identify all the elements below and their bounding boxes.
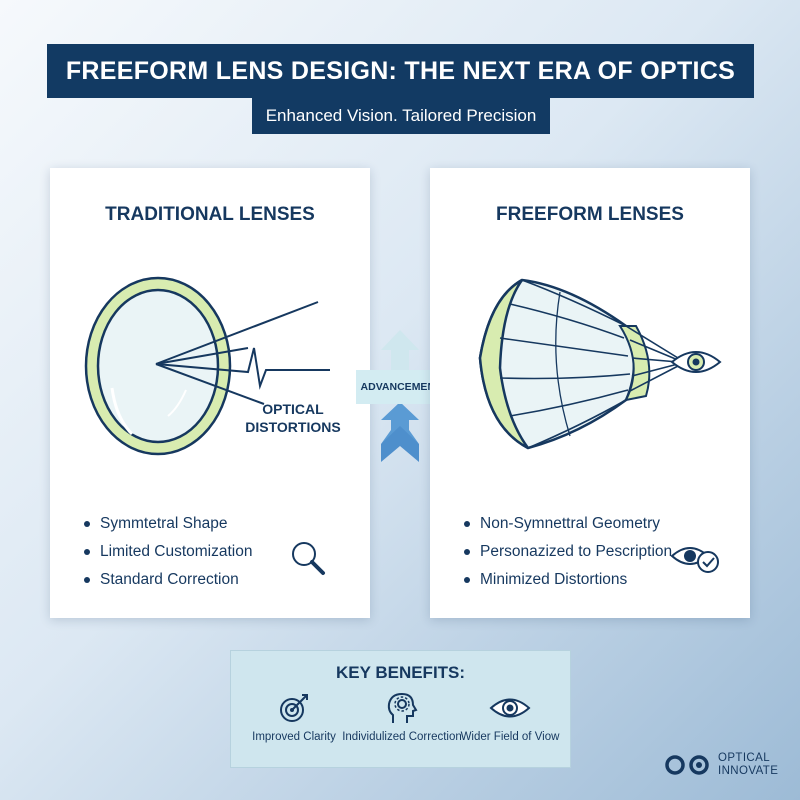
head-gear-icon [387,692,418,723]
benefit-wider-field-of-view: Wider Field of Viow [450,691,570,743]
benefit-improved-clarity: Improved Clarity [234,691,354,743]
brand-logo: OPTICAL INNOVATE [662,752,778,778]
list-item: Symmtetral Shape [84,510,252,538]
brand-name: OPTICAL INNOVATE [718,752,779,777]
freeform-lens-panel: FREEFORM LENSES Non-Symnettral Geometry … [430,168,750,618]
key-benefits-box: KEY BENEFITS: Improved Clarity Individul… [230,650,571,768]
traditional-features-list: Symmtetral Shape Limited Customization S… [84,510,252,594]
freeform-lens-diagram [478,278,722,450]
list-item: Standard Correction [84,566,252,594]
page-title: FREEFORM LENS DESIGN: THE NEXT ERA OF OP… [47,44,754,98]
benefit-individualized-correction: Individulized Correction [342,691,462,743]
eye-icon [489,698,531,718]
freeform-lens-title: FREEFORM LENSES [496,204,684,225]
infinity-logo-icon [665,755,709,775]
page-subtitle: Enhanced Vision. Tailored Precision [252,98,550,134]
list-item: Limited Customization [84,538,252,566]
key-benefits-title: KEY BENEFITS: [335,663,466,682]
traditional-lens-panel: TRADITIONAL LENSES OPTICAL DISTORTIONS S… [50,168,370,618]
traditional-lens-diagram [84,276,330,456]
list-item: Personazized to Pescription [464,538,672,566]
optical-distortions-label: OPTICAL DISTORTIONS [245,401,341,435]
traditional-lens-title: TRADITIONAL LENSES [105,204,315,225]
magnifier-icon [292,542,325,575]
eye-check-icon [670,547,719,573]
advancement-arrow-icon [381,330,419,462]
list-item: Minimized Distortions [464,566,672,594]
list-item: Non-Symnettral Geometry [464,510,672,538]
freeform-features-list: Non-Symnettral Geometry Personazized to … [464,510,672,594]
target-icon [280,694,308,722]
